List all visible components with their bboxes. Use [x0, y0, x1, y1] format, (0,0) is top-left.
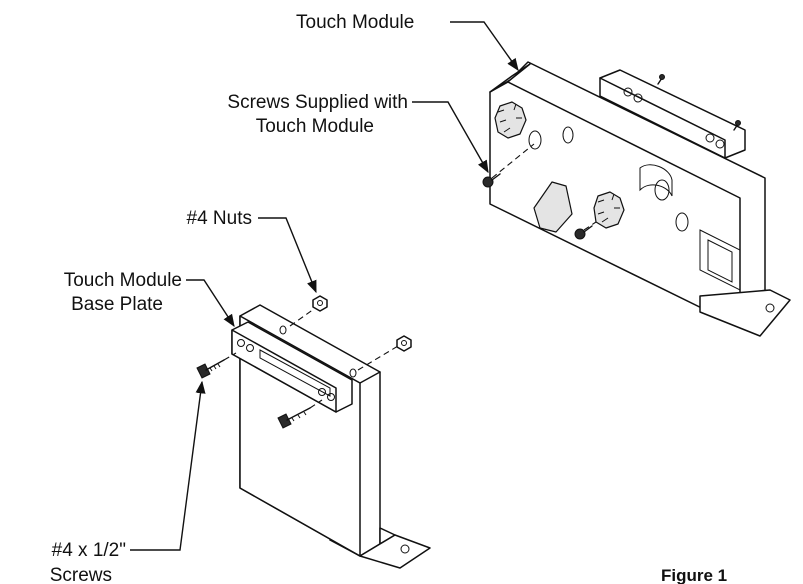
leader-screw-size: [130, 380, 206, 551]
nut-upper: [312, 295, 328, 312]
base-screw-left: [196, 359, 225, 379]
base-screw-center: [277, 407, 311, 429]
touch-module-drawing: [482, 61, 791, 337]
figure-label: Figure 1: [661, 566, 727, 584]
nut-right: [396, 335, 412, 352]
leader-screws-supplied: [412, 101, 489, 174]
label-base-plate-line1: Touch Module: [64, 270, 182, 291]
module-screw-left: [482, 173, 501, 188]
label-screws-supplied-line2: Touch Module: [256, 116, 374, 137]
label-base-plate-line2: Base Plate: [71, 294, 163, 315]
label-screw-size-line1: #4 x 1/2": [52, 540, 126, 561]
label-screw-size-line2: Screws: [50, 565, 112, 584]
label-touch-module: Touch Module: [296, 12, 414, 33]
leader-base-plate: [186, 279, 235, 328]
module-screw-center: [574, 225, 593, 240]
leader-nuts: [258, 217, 317, 294]
base-plate-drawing: [196, 295, 431, 569]
leader-touch-module: [450, 21, 519, 72]
label-nuts: #4 Nuts: [187, 208, 252, 229]
label-screws-supplied-line1: Screws Supplied with: [227, 92, 408, 113]
